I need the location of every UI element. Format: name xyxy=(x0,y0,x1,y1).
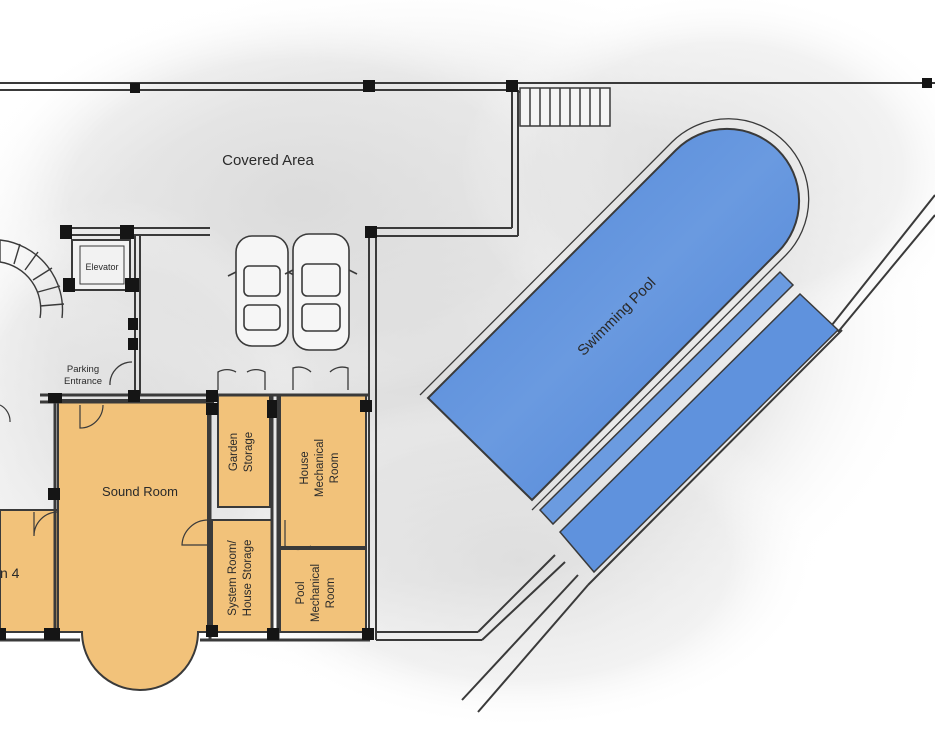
walls xyxy=(0,82,935,713)
swimming-pool xyxy=(419,118,840,574)
spiral-staircase xyxy=(0,239,65,319)
garage-doors xyxy=(109,361,349,390)
sound-room xyxy=(57,399,209,691)
pool-mechanical-room xyxy=(279,548,367,633)
garden-storage-label-2: Storage xyxy=(243,432,255,472)
structural-columns xyxy=(0,78,932,640)
system-room-label-1: System Room/ xyxy=(227,539,239,615)
exterior-stairs xyxy=(519,87,611,127)
rooms xyxy=(0,394,367,691)
house-mechanical-room xyxy=(279,394,367,548)
house-mech-label-3: Room xyxy=(329,453,341,484)
car-icon xyxy=(227,235,297,347)
house-mech-label-1: House xyxy=(299,451,311,484)
pool-mech-label-2: Mechanical xyxy=(310,564,322,622)
parking-entrance-label-2: Entrance xyxy=(64,376,102,387)
elevator-box xyxy=(71,239,131,291)
car-icon xyxy=(284,233,358,351)
pool-mech-label-1: Pool xyxy=(295,581,307,604)
system-room xyxy=(211,519,273,633)
covered-area-label: Covered Area xyxy=(222,152,314,169)
pool-mech-label-3: Room xyxy=(325,578,337,609)
room-walls xyxy=(0,393,370,642)
elevator-label: Elevator xyxy=(85,262,118,272)
system-room-label-2: House Storage xyxy=(242,540,254,617)
garden-storage-label-1: Garden xyxy=(228,433,240,471)
house-mech-label-2: Mechanical xyxy=(314,439,326,497)
room-4-label: n 4 xyxy=(0,565,20,581)
parking-entrance-label-1: Parking xyxy=(67,364,99,375)
room-4 xyxy=(0,509,59,633)
door-swings xyxy=(0,404,312,551)
sound-room-label: Sound Room xyxy=(102,484,178,499)
garden-storage xyxy=(217,394,271,508)
